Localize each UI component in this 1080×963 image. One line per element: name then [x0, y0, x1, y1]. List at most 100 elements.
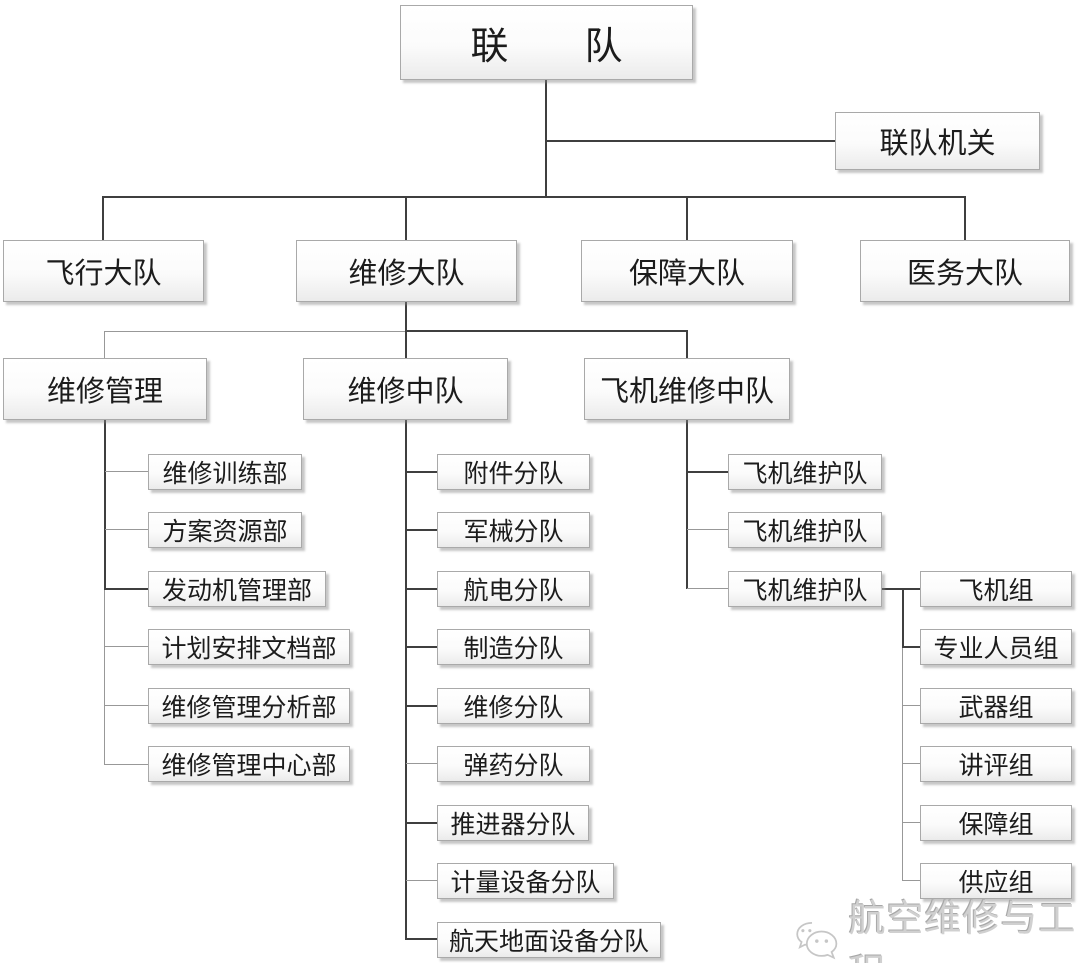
- node-specialist-personnel-group: 专业人员组: [920, 629, 1072, 665]
- node-label: 联队: [470, 26, 699, 68]
- node-label: 联队机关: [879, 128, 996, 160]
- node-label: 弹药分队: [463, 753, 564, 780]
- node-munitions-flight: 弹药分队: [437, 746, 590, 782]
- connector-line: [405, 196, 407, 240]
- connector-line: [104, 331, 406, 332]
- node-label: 计量设备分队: [450, 870, 601, 897]
- connector-line: [102, 196, 966, 198]
- node-label: 维修管理中心部: [161, 753, 337, 780]
- node-propulsion-flight: 推进器分队: [437, 805, 589, 841]
- watermark-text: 航空维修与工程: [848, 899, 1077, 963]
- connector-line: [405, 420, 407, 940]
- node-label: 航电分队: [463, 578, 564, 605]
- connector-line: [105, 705, 148, 706]
- node-wing: 联队: [400, 5, 693, 80]
- node-armament-flight: 军械分队: [437, 512, 590, 548]
- node-label: 维修大队: [348, 258, 465, 290]
- node-label: 飞机组: [958, 578, 1034, 605]
- connector-line: [406, 705, 437, 707]
- connector-line: [406, 938, 437, 940]
- connector-line: [964, 196, 966, 240]
- node-aircraft-maintenance-team-1: 飞机维护队: [728, 454, 882, 490]
- node-label: 维修训练部: [162, 461, 288, 488]
- node-maintenance-group: 维修大队: [296, 240, 517, 302]
- node-maintenance-flight: 维修分队: [437, 688, 590, 724]
- connector-line: [105, 471, 148, 472]
- node-label: 计划安排文档部: [161, 636, 337, 663]
- node-maintenance-squadron: 维修中队: [303, 358, 508, 420]
- node-planning-documentation-dept: 计划安排文档部: [148, 629, 350, 665]
- node-weapons-group: 武器组: [920, 688, 1072, 724]
- node-label: 维修中队: [347, 376, 464, 408]
- node-label: 保障大队: [628, 258, 745, 290]
- node-label: 保障组: [958, 812, 1034, 839]
- watermark: 航空维修与工程: [792, 888, 1080, 963]
- node-medical-group: 医务大队: [860, 240, 1070, 302]
- connector-line: [687, 471, 728, 473]
- node-label: 航天地面设备分队: [448, 929, 649, 956]
- node-fabrication-flight: 制造分队: [437, 629, 590, 665]
- wechat-icon: [796, 921, 838, 960]
- node-avionics-flight: 航电分队: [437, 571, 590, 607]
- connector-line: [687, 529, 728, 530]
- connector-line: [882, 588, 920, 590]
- connector-line: [902, 646, 920, 648]
- connector-line: [903, 822, 920, 823]
- node-label: 飞机维护队: [742, 578, 868, 605]
- node-support-group: 保障大队: [581, 240, 793, 302]
- node-plans-resources-dept: 方案资源部: [148, 512, 302, 548]
- connector-line: [104, 589, 105, 765]
- node-label: 讲评组: [958, 753, 1034, 780]
- node-metrology-equipment-flight: 计量设备分队: [437, 863, 614, 899]
- connector-line: [105, 646, 148, 647]
- node-label: 飞机维护队: [742, 461, 868, 488]
- connector-line: [903, 705, 920, 706]
- node-label: 维修管理: [46, 376, 163, 408]
- connector-line: [102, 196, 104, 240]
- connector-line: [406, 880, 437, 881]
- node-debrief-group: 讲评组: [920, 746, 1072, 782]
- node-label: 维修分队: [463, 695, 564, 722]
- connector-line: [903, 763, 920, 764]
- node-label: 推进器分队: [450, 812, 576, 839]
- node-label: 维修管理分析部: [161, 695, 337, 722]
- node-aerospace-ground-equipment-flight: 航天地面设备分队: [437, 922, 661, 958]
- node-maintenance-center-dept: 维修管理中心部: [148, 746, 350, 782]
- node-aircraft-maintenance-team-2: 飞机维护队: [728, 512, 882, 548]
- connector-line: [545, 80, 547, 197]
- node-label: 医务大队: [906, 258, 1023, 290]
- node-label: 飞机维护队: [742, 519, 868, 546]
- connector-line: [687, 588, 728, 589]
- connector-line: [686, 420, 688, 589]
- node-aircraft-maintenance-team-3: 飞机维护队: [728, 571, 882, 607]
- connector-line: [903, 880, 920, 881]
- node-label: 专业人员组: [933, 636, 1059, 663]
- node-label: 附件分队: [463, 461, 564, 488]
- node-label: 发动机管理部: [161, 578, 312, 605]
- node-maintenance-management: 维修管理: [3, 358, 207, 420]
- connector-line: [406, 822, 437, 824]
- connector-line: [105, 529, 148, 530]
- node-maintenance-training-dept: 维修训练部: [148, 454, 302, 490]
- connector-line: [406, 588, 437, 590]
- connector-line: [405, 330, 407, 358]
- node-support-group-team: 保障组: [920, 805, 1072, 841]
- connector-line: [104, 331, 105, 358]
- node-flight-group: 飞行大队: [3, 240, 204, 302]
- node-engine-management-dept: 发动机管理部: [148, 571, 326, 607]
- node-supply-group: 供应组: [920, 863, 1072, 899]
- connector-line: [405, 330, 688, 332]
- connector-line: [104, 420, 106, 589]
- connector-line: [406, 646, 437, 648]
- connector-line: [686, 330, 688, 358]
- connector-line: [406, 763, 437, 764]
- node-label: 制造分队: [463, 636, 564, 663]
- node-label: 飞机维修中队: [599, 376, 774, 408]
- connector-line: [105, 764, 148, 765]
- node-label: 飞行大队: [45, 258, 162, 290]
- node-aircraft-maintenance-squadron: 飞机维修中队: [584, 358, 790, 420]
- connector-line: [902, 589, 904, 648]
- node-label: 军械分队: [463, 519, 564, 546]
- node-aircraft-crew-group: 飞机组: [920, 571, 1072, 607]
